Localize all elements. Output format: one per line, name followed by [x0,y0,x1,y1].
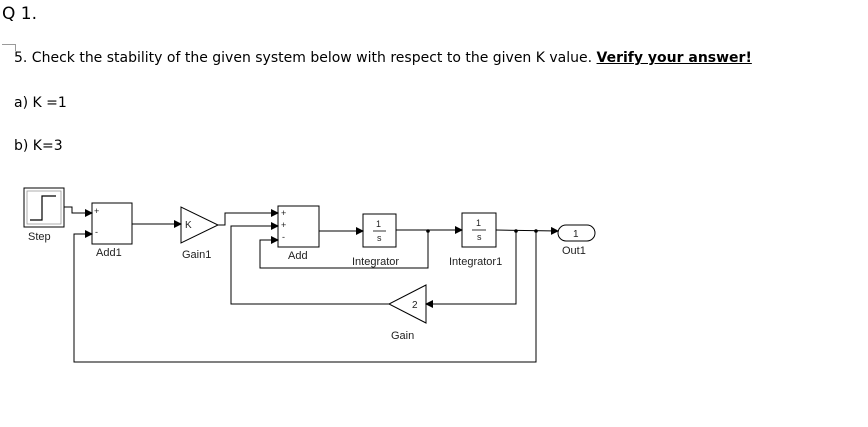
step-block[interactable] [23,187,65,228]
paragraph-mark [2,44,16,53]
integrator1-denominator: s [477,232,482,242]
add-sign-1: + [281,208,286,218]
junction-dots [426,229,538,233]
gain1-label: Gain1 [182,249,211,261]
add-block[interactable] [277,205,320,248]
gain-value: 2 [412,300,418,311]
signal-lines [64,206,559,363]
part-b: b) K=3 [14,138,63,154]
question-heading: Q 1. [2,4,38,24]
integrator-label: Integrator [352,256,399,268]
gain1-symbol: K [185,220,192,231]
part-a: a) K =1 [14,95,67,111]
add-sign-2: + [281,220,286,230]
step-label: Step [28,231,51,243]
add1-sign-top: + [94,206,99,216]
gain-block[interactable] [387,284,427,324]
add1-label: Add1 [96,247,122,259]
integrator1-label: Integrator1 [449,256,502,268]
integrator1-block[interactable] [461,212,497,248]
prompt-text: 5. Check the stability of the given syst… [14,50,597,66]
gain-label: Gain [391,330,414,342]
add1-sign-bottom: - [95,227,98,237]
integrator-numerator: 1 [376,219,381,229]
out1-port-number: 1 [573,229,579,240]
integrator1-numerator: 1 [476,218,481,228]
prompt-emphasis: Verify your answer! [596,50,752,66]
out1-label: Out1 [562,245,586,257]
add-label: Add [288,250,308,262]
question-prompt: 5. Check the stability of the given syst… [14,50,752,66]
add-sign-3: - [282,232,285,242]
integrator-denominator: s [377,233,382,243]
